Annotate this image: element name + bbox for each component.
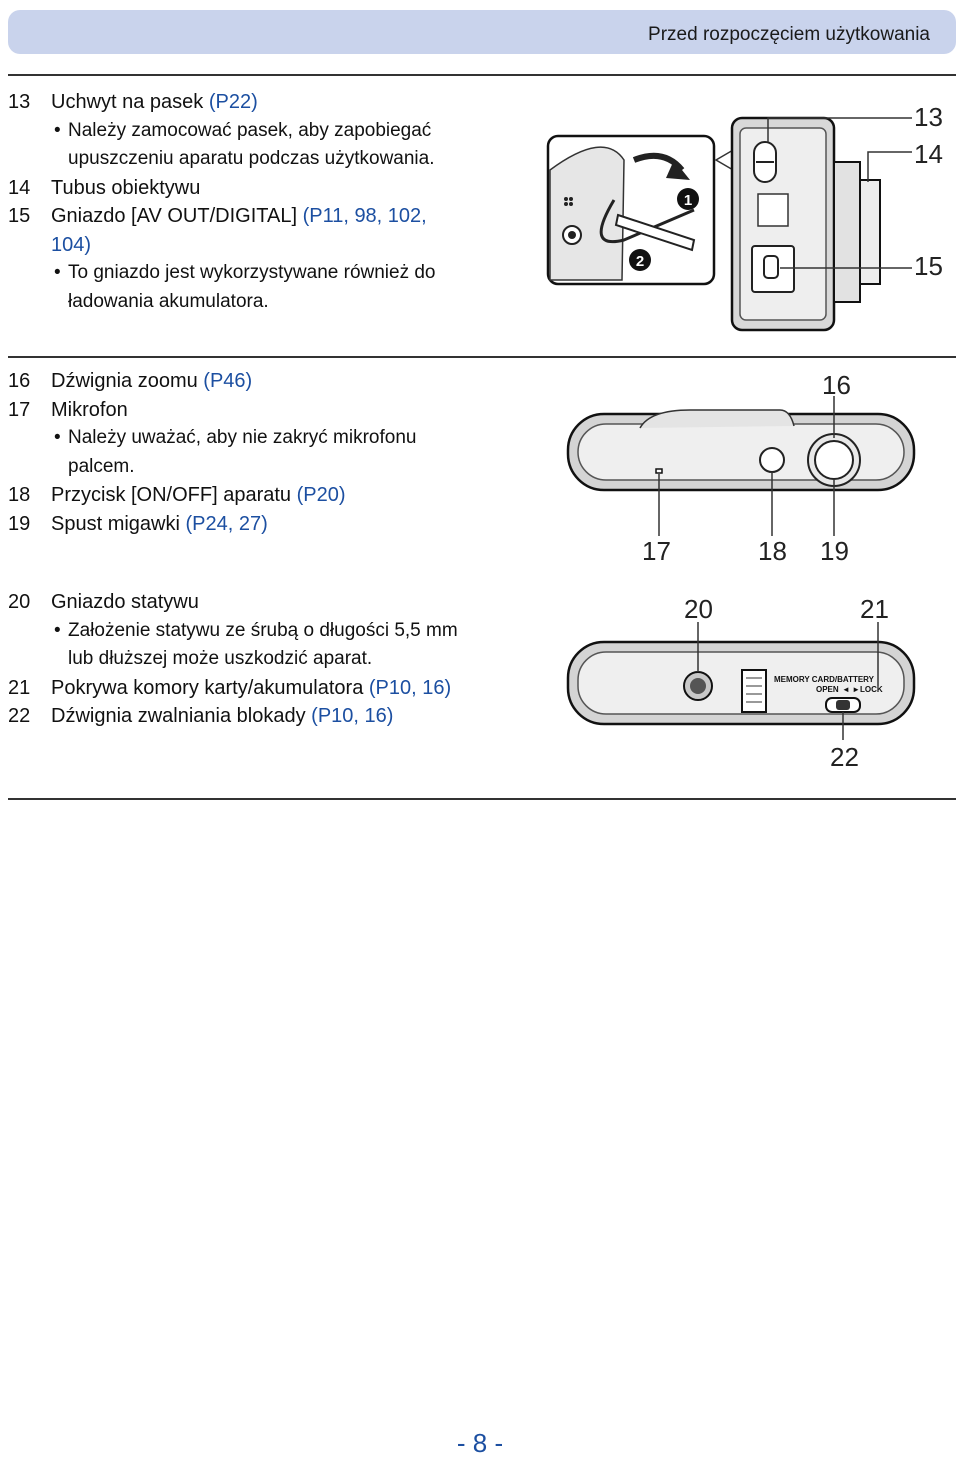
- step-2-badge: [629, 249, 651, 271]
- page-reference-link[interactable]: (P46): [203, 370, 253, 392]
- callout-18: 18: [758, 536, 787, 566]
- list-item: 16 Dźwignia zoomu (P46): [8, 370, 253, 392]
- callout-21: 21: [860, 594, 889, 624]
- open-label: OPEN: [816, 685, 839, 694]
- page-reference-link[interactable]: 104): [51, 233, 92, 256]
- microphone-icon: [655, 468, 663, 474]
- svg-text:2: 2: [636, 253, 644, 270]
- bullet-note: To gniazdo jest wykorzystywane również d…: [8, 259, 548, 288]
- power-button-icon: [759, 447, 785, 473]
- lock-label: LOCK: [860, 685, 883, 694]
- page-reference-link[interactable]: (P20): [296, 484, 346, 506]
- bullet-note: Należy zamocować pasek, aby zapobiegać: [8, 117, 548, 146]
- section-bottom: 20 Gniazdo statywu Założenie statywu ze …: [8, 588, 548, 731]
- card-battery-label: MEMORY CARD/BATTERY: [774, 675, 875, 684]
- page-header: Przed rozpoczęciem użytkowania: [8, 10, 956, 54]
- figure-camera-bottom: MEMORY CARD/BATTERY OPEN ◄ ► LOCK 20 21 …: [566, 594, 916, 772]
- figure-camera-side: 1 2 13 14 15: [546, 102, 943, 332]
- callout-17: 17: [642, 536, 671, 566]
- callout-19: 19: [820, 536, 849, 566]
- list-item: 20 Gniazdo statywu: [8, 591, 199, 613]
- list-item-continued: 104): [8, 231, 548, 260]
- direction-arrows-icon: ◄ ►: [842, 685, 860, 694]
- list-item: 14 Tubus obiektywu: [8, 176, 201, 199]
- callout-13: 13: [914, 102, 943, 132]
- svg-text:1: 1: [684, 192, 692, 209]
- callout-22: 22: [830, 742, 859, 772]
- page-reference-link[interactable]: (P10, 16): [368, 676, 452, 699]
- page-reference-link[interactable]: (P11, 98, 102,: [302, 205, 427, 227]
- callout-16: 16: [822, 370, 851, 400]
- list-item: 21 Pokrywa komory karty/akumulatora (P10…: [8, 676, 452, 699]
- usb-port-icon: [763, 255, 779, 279]
- section-strap-lens-socket: 13 Uchwyt na pasek (P22) Należy zamocowa…: [8, 88, 548, 316]
- page-reference-link[interactable]: (P24, 27): [185, 512, 268, 535]
- bullet-note: Należy uważać, aby nie zakryć mikrofonu: [8, 424, 548, 453]
- divider: [8, 74, 956, 76]
- list-item: 15 Gniazdo [AV OUT/DIGITAL] (P11, 98, 10…: [8, 205, 427, 227]
- step-1-badge: [677, 188, 699, 210]
- page-reference-link[interactable]: (P22): [208, 91, 258, 113]
- callout-14: 14: [914, 139, 943, 169]
- bullet-note-continued: lub dłuższej może uszkodzić aparat.: [68, 648, 373, 669]
- strap-icon: [614, 213, 696, 252]
- bullet-note-continued: ładowania akumulatora.: [68, 290, 269, 312]
- section-top-controls: 16 Dźwignia zoomu (P46) 17 Mikrofon Nale…: [8, 367, 548, 538]
- leader-line: [867, 151, 912, 182]
- callout-15: 15: [914, 251, 943, 281]
- list-item: 17 Mikrofon: [8, 398, 128, 421]
- strap-loop: [599, 199, 695, 243]
- list-item: 13 Uchwyt na pasek (P22): [8, 91, 258, 113]
- page-reference-link[interactable]: (P10, 16): [311, 705, 394, 727]
- camera-corner: [549, 146, 625, 281]
- shutter-button-icon: [814, 440, 854, 480]
- card-battery-door: [741, 669, 767, 713]
- list-item: 18 Przycisk [ON/OFF] aparatu (P20): [8, 484, 346, 506]
- divider: [8, 356, 956, 358]
- divider: [8, 798, 956, 800]
- callout-20: 20: [684, 594, 713, 624]
- bullet-note-continued: upuszczeniu aparatu podczas użytkowania.: [68, 148, 435, 169]
- figure-camera-top: 16 17 18 19: [566, 370, 916, 566]
- page-number: - 8 -: [456, 1428, 504, 1458]
- bullet-note: Założenie statywu ze śrubą o długości 5,…: [8, 617, 548, 646]
- list-item: 19 Spust migawki (P24, 27): [8, 512, 268, 535]
- leader-line: [767, 117, 912, 142]
- list-item: 22 Dźwignia zwalniania blokady (P10, 16): [8, 705, 394, 727]
- header-title: Przed rozpoczęciem użytkowania: [648, 24, 930, 45]
- bullet-note-continued: palcem.: [68, 455, 135, 477]
- lens-barrel: [833, 161, 861, 303]
